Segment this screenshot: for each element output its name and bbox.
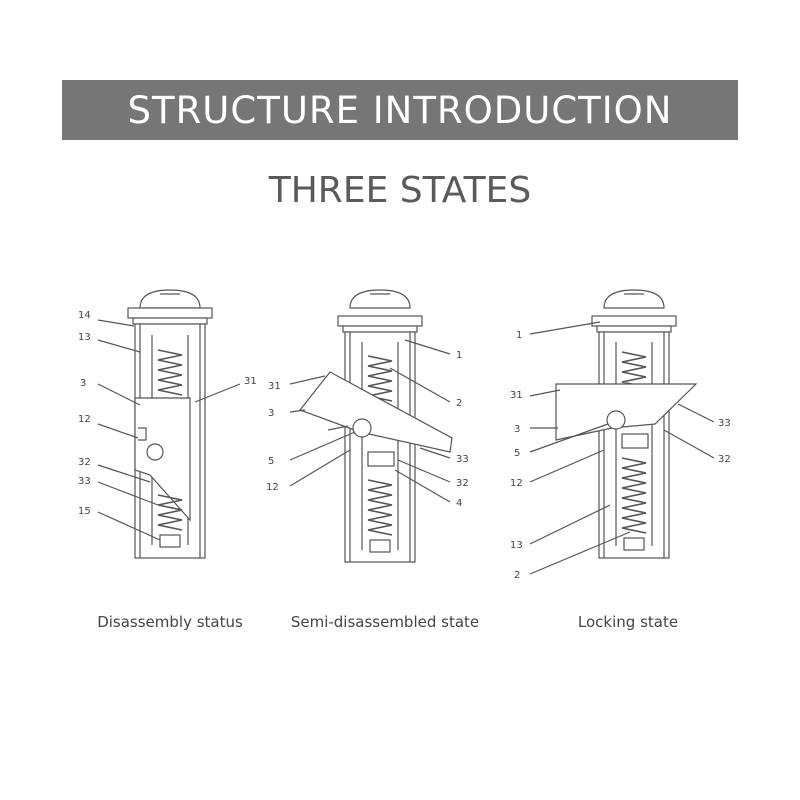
caption-locking: Locking state — [577, 613, 679, 631]
label-5: 5 — [268, 456, 274, 467]
label-33: 33 — [718, 418, 731, 429]
label-32: 32 — [718, 454, 731, 465]
label-33: 33 — [78, 476, 91, 487]
label-3: 3 — [514, 424, 520, 435]
label-1: 1 — [456, 350, 462, 361]
subtitle: THREE STATES — [268, 170, 532, 211]
caption-disassembly: Disassembly status — [97, 613, 243, 631]
label-3: 3 — [268, 408, 274, 419]
label-31: 31 — [268, 381, 281, 392]
banner-title: STRUCTURE INTRODUCTION — [127, 88, 673, 132]
label-12: 12 — [78, 414, 91, 425]
label-13: 13 — [78, 332, 91, 343]
label-1: 1 — [516, 330, 522, 341]
label-2: 2 — [456, 398, 462, 409]
label-31: 31 — [510, 390, 523, 401]
title-banner: STRUCTURE INTRODUCTION — [62, 80, 738, 140]
label-13: 13 — [510, 540, 523, 551]
diagram-locking: 1 31 3 5 12 13 2 33 32 — [510, 289, 731, 581]
label-31: 31 — [244, 376, 257, 387]
label-33: 33 — [456, 454, 469, 465]
diagram-disassembly: 14 13 3 12 32 33 15 31 — [78, 289, 257, 559]
caption-semi-disassembled: Semi-disassembled state — [290, 613, 480, 631]
label-12: 12 — [266, 482, 279, 493]
label-3: 3 — [80, 378, 86, 389]
label-12: 12 — [510, 478, 523, 489]
label-14: 14 — [78, 310, 91, 321]
label-32: 32 — [456, 478, 469, 489]
label-5: 5 — [514, 448, 520, 459]
diagram-semi-disassembled: 31 3 5 12 1 2 33 32 4 — [266, 289, 469, 563]
label-32: 32 — [78, 457, 91, 468]
label-4: 4 — [456, 498, 462, 509]
label-15: 15 — [78, 506, 91, 517]
label-2: 2 — [514, 570, 520, 581]
